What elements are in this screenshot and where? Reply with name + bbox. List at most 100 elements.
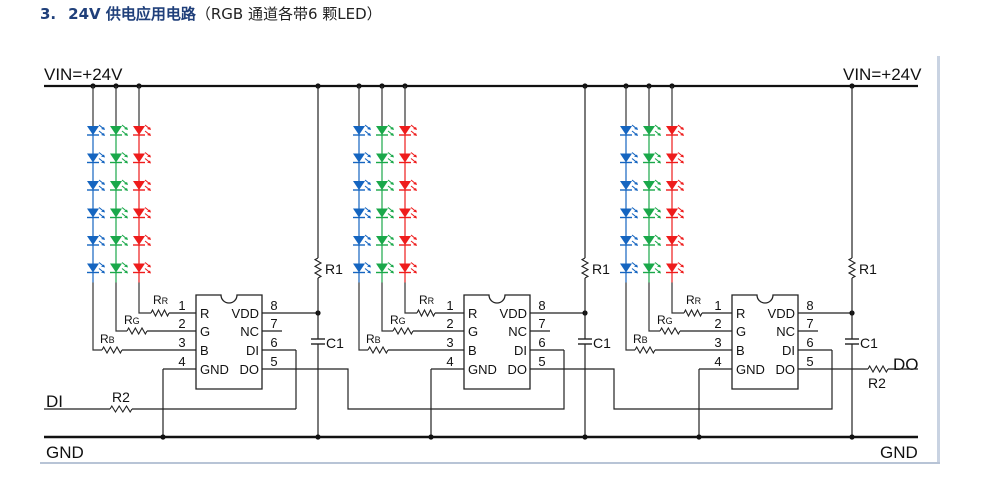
led-light-arrowhead	[101, 182, 105, 185]
led-red	[399, 126, 411, 135]
led-red	[666, 236, 678, 245]
label-c1: C1	[326, 335, 344, 351]
led-blue	[620, 208, 632, 218]
led-light-arrowhead	[124, 215, 128, 219]
label-c1: C1	[860, 335, 878, 351]
led-light-arrowhead	[124, 154, 128, 158]
pin-name-di: DI	[246, 343, 259, 358]
led-light-arrowhead	[124, 209, 128, 213]
pin-name-gnd: GND	[200, 362, 229, 377]
led-red	[133, 153, 145, 163]
wire-b-channel	[625, 282, 635, 351]
led-light-arrowhead	[101, 270, 105, 274]
led-light-arrowhead	[147, 270, 151, 274]
ic-chip	[463, 294, 531, 390]
pin-name-vdd: VDD	[232, 306, 259, 321]
led-light-arrowhead	[680, 133, 684, 136]
led-light-arrowhead	[367, 160, 371, 164]
led-light-arrowhead	[657, 243, 661, 246]
led-light-arrowhead	[657, 160, 661, 164]
led-light-arrowhead	[657, 215, 661, 219]
led-blue	[620, 263, 632, 273]
section-note: （RGB 通道各带6 颗LED）	[195, 5, 382, 23]
led-light-arrowhead	[680, 182, 684, 185]
led-red	[399, 208, 411, 218]
led-light-arrowhead	[634, 188, 638, 191]
led-blue	[87, 208, 99, 218]
led-green	[376, 236, 388, 245]
wire-b-channel	[92, 282, 102, 351]
ic-chip	[195, 294, 263, 390]
frame-border	[937, 56, 940, 463]
led-green	[643, 263, 655, 273]
junction-dot	[315, 434, 321, 440]
label-rg: RG	[657, 313, 673, 327]
resistor-rb	[367, 345, 389, 355]
led-light-arrowhead	[413, 133, 417, 136]
pin-name-b: B	[468, 343, 477, 358]
led-light-arrowhead	[680, 264, 684, 268]
led-light-arrowhead	[680, 215, 684, 219]
led-blue	[353, 153, 365, 163]
led-light-arrowhead	[101, 188, 105, 191]
led-light-arrowhead	[634, 160, 638, 164]
led-light-arrowhead	[367, 264, 371, 268]
pin-number: 7	[270, 316, 277, 331]
resistor-rr	[683, 308, 703, 318]
junction-dot	[849, 434, 855, 440]
label-rr: RR	[686, 293, 702, 307]
pin-number: 8	[270, 298, 277, 313]
led-light-arrowhead	[634, 182, 638, 185]
led-light-arrowhead	[657, 154, 661, 158]
pin-name-do: DO	[240, 362, 260, 377]
resistor-rg	[392, 326, 414, 336]
led-light-arrowhead	[101, 243, 105, 246]
section-number: 3.	[40, 5, 57, 23]
led-blue	[620, 181, 632, 190]
pin-number: 8	[806, 298, 813, 313]
label-rb: RB	[100, 332, 115, 346]
pin-number: 2	[446, 316, 453, 331]
label-rb: RB	[366, 332, 381, 346]
label-r2: R2	[868, 375, 886, 391]
led-light-arrowhead	[413, 237, 417, 240]
led-light-arrowhead	[680, 188, 684, 191]
pin-number: 8	[538, 298, 545, 313]
pin-number: 3	[446, 335, 453, 350]
led-light-arrowhead	[367, 209, 371, 213]
led-light-arrowhead	[634, 127, 638, 130]
led-light-arrowhead	[634, 154, 638, 158]
led-light-arrowhead	[390, 188, 394, 191]
led-blue	[353, 181, 365, 190]
resistor-rr	[150, 308, 170, 318]
led-light-arrowhead	[367, 127, 371, 130]
led-light-arrowhead	[390, 209, 394, 213]
led-green	[110, 236, 122, 245]
wire-do-to-di	[262, 350, 565, 410]
led-green	[376, 208, 388, 218]
junction-dot	[696, 434, 702, 440]
pin-number: 3	[714, 335, 721, 350]
led-light-arrowhead	[101, 237, 105, 240]
wire-r-channel	[671, 282, 684, 314]
led-light-arrowhead	[147, 127, 151, 130]
led-light-arrowhead	[413, 160, 417, 164]
pin-name-gnd: GND	[468, 362, 497, 377]
led-green	[643, 181, 655, 190]
led-blue	[353, 208, 365, 218]
wire-do-to-di	[530, 350, 833, 410]
schematic-frame	[31, 56, 937, 463]
led-green	[110, 126, 122, 135]
led-light-arrowhead	[124, 270, 128, 274]
led-red	[399, 181, 411, 190]
led-light-arrowhead	[147, 215, 151, 219]
pin-number: 1	[178, 298, 185, 313]
led-light-arrowhead	[680, 237, 684, 240]
led-blue	[87, 126, 99, 135]
led-light-arrowhead	[657, 209, 661, 213]
led-light-arrowhead	[680, 243, 684, 246]
led-light-arrowhead	[657, 270, 661, 274]
vin-label-right: VIN=+24V	[843, 65, 922, 84]
led-green	[110, 181, 122, 190]
